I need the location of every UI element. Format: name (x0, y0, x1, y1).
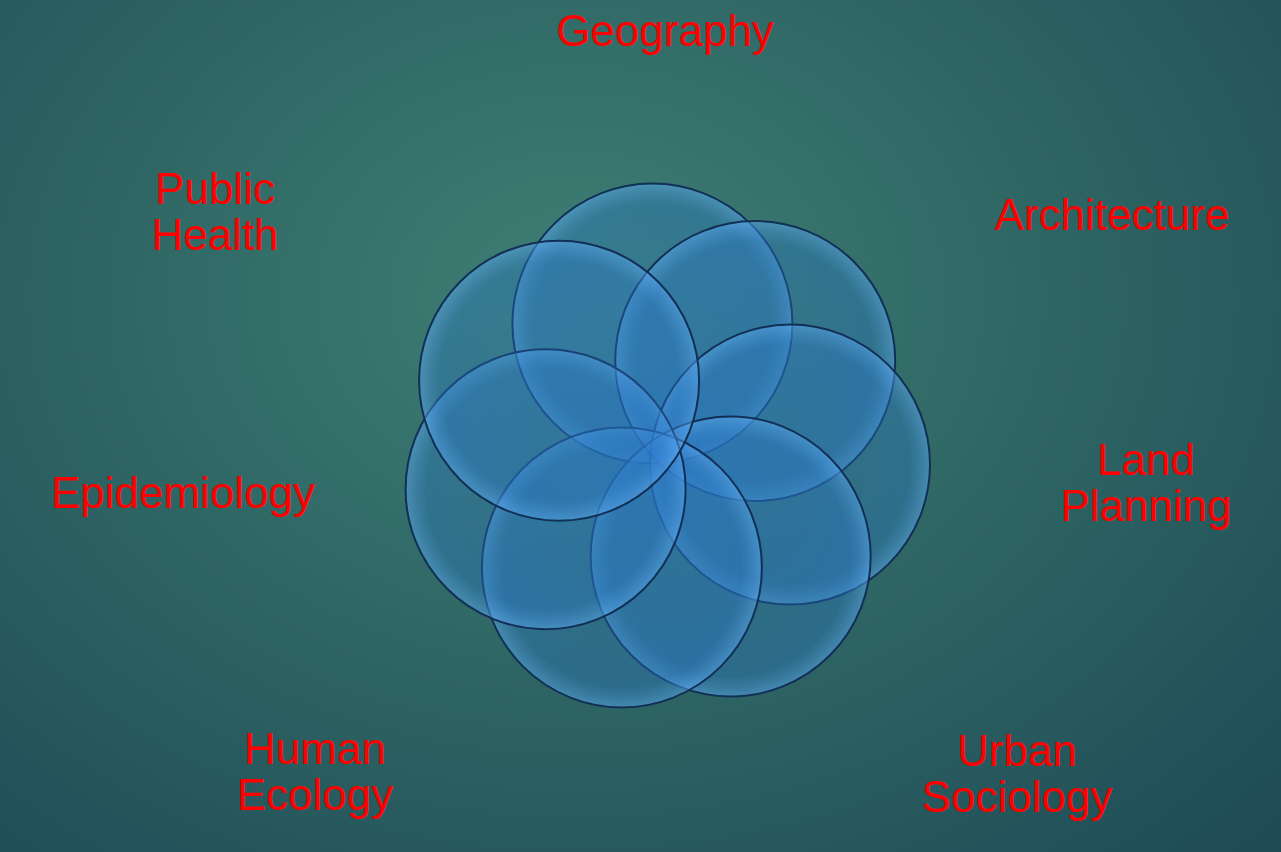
circle-group (406, 184, 930, 708)
bubble-circle (419, 241, 699, 521)
discipline-label: Geography (556, 8, 774, 54)
discipline-label: Public Health (151, 166, 278, 258)
discipline-label: Land Planning (1060, 437, 1231, 529)
discipline-label: Human Ecology (237, 726, 394, 818)
discipline-label: Urban Sociology (922, 728, 1113, 820)
discipline-label: Epidemiology (51, 470, 315, 516)
discipline-label: Architecture (995, 192, 1230, 238)
